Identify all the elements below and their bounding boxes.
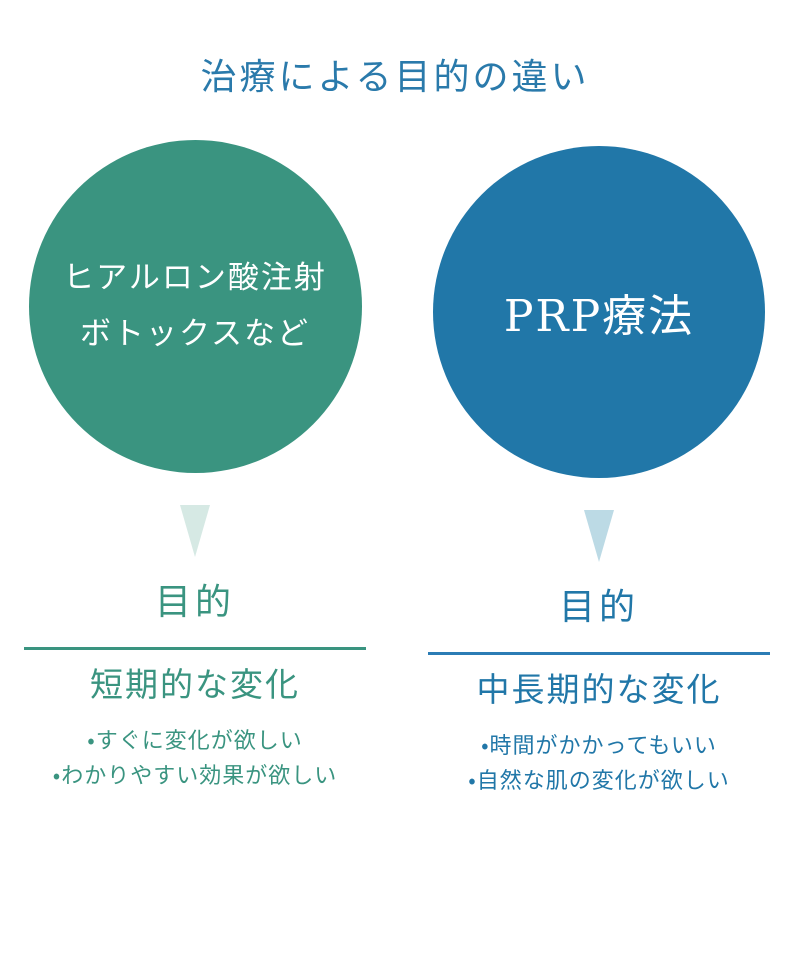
left-treatment-column: ヒアルロン酸注射 ボトックスなど 目的 短期的な変化 ・すぐに変化が欲しい ・わ… — [22, 140, 368, 795]
purpose-heading: 目的 — [558, 587, 639, 628]
circle-label: PRP療法 — [503, 291, 695, 342]
prp-therapy-circle: PRP療法 — [433, 146, 765, 478]
circle-label-line2: ボトックスなど — [79, 315, 311, 352]
down-triangle-icon — [180, 505, 210, 557]
bullet-item: ・すぐに変化が欲しい — [87, 729, 303, 755]
purpose-divider — [24, 647, 366, 650]
bullet-item: ・わかりやすい効果が欲しい — [52, 764, 338, 790]
purpose-result: 中長期的な変化 — [476, 670, 722, 709]
bullet-list: ・時間がかかってもいい ・自然な肌の変化が欲しい — [468, 730, 729, 800]
page-title: 治療による目的の違い — [200, 57, 590, 98]
purpose-heading: 目的 — [154, 582, 235, 623]
purpose-result: 短期的な変化 — [90, 665, 300, 704]
down-triangle-icon — [584, 510, 614, 562]
hyaluronic-botox-circle: ヒアルロン酸注射 ボトックスなど — [28, 140, 362, 473]
purpose-divider — [428, 652, 770, 655]
bullet-item: ・時間がかかってもいい — [481, 734, 717, 760]
bullet-item: ・自然な肌の変化が欲しい — [468, 769, 730, 795]
circle-label-line1: ヒアルロン酸注射 — [63, 260, 327, 297]
bullet-list: ・すぐに変化が欲しい ・わかりやすい効果が欲しい — [53, 725, 337, 795]
right-treatment-column: PRP療法 目的 中長期的な変化 ・時間がかかってもいい ・自然な肌の変化が欲し… — [426, 140, 772, 800]
circle-label: ヒアルロン酸注射 ボトックスなど — [63, 251, 327, 361]
